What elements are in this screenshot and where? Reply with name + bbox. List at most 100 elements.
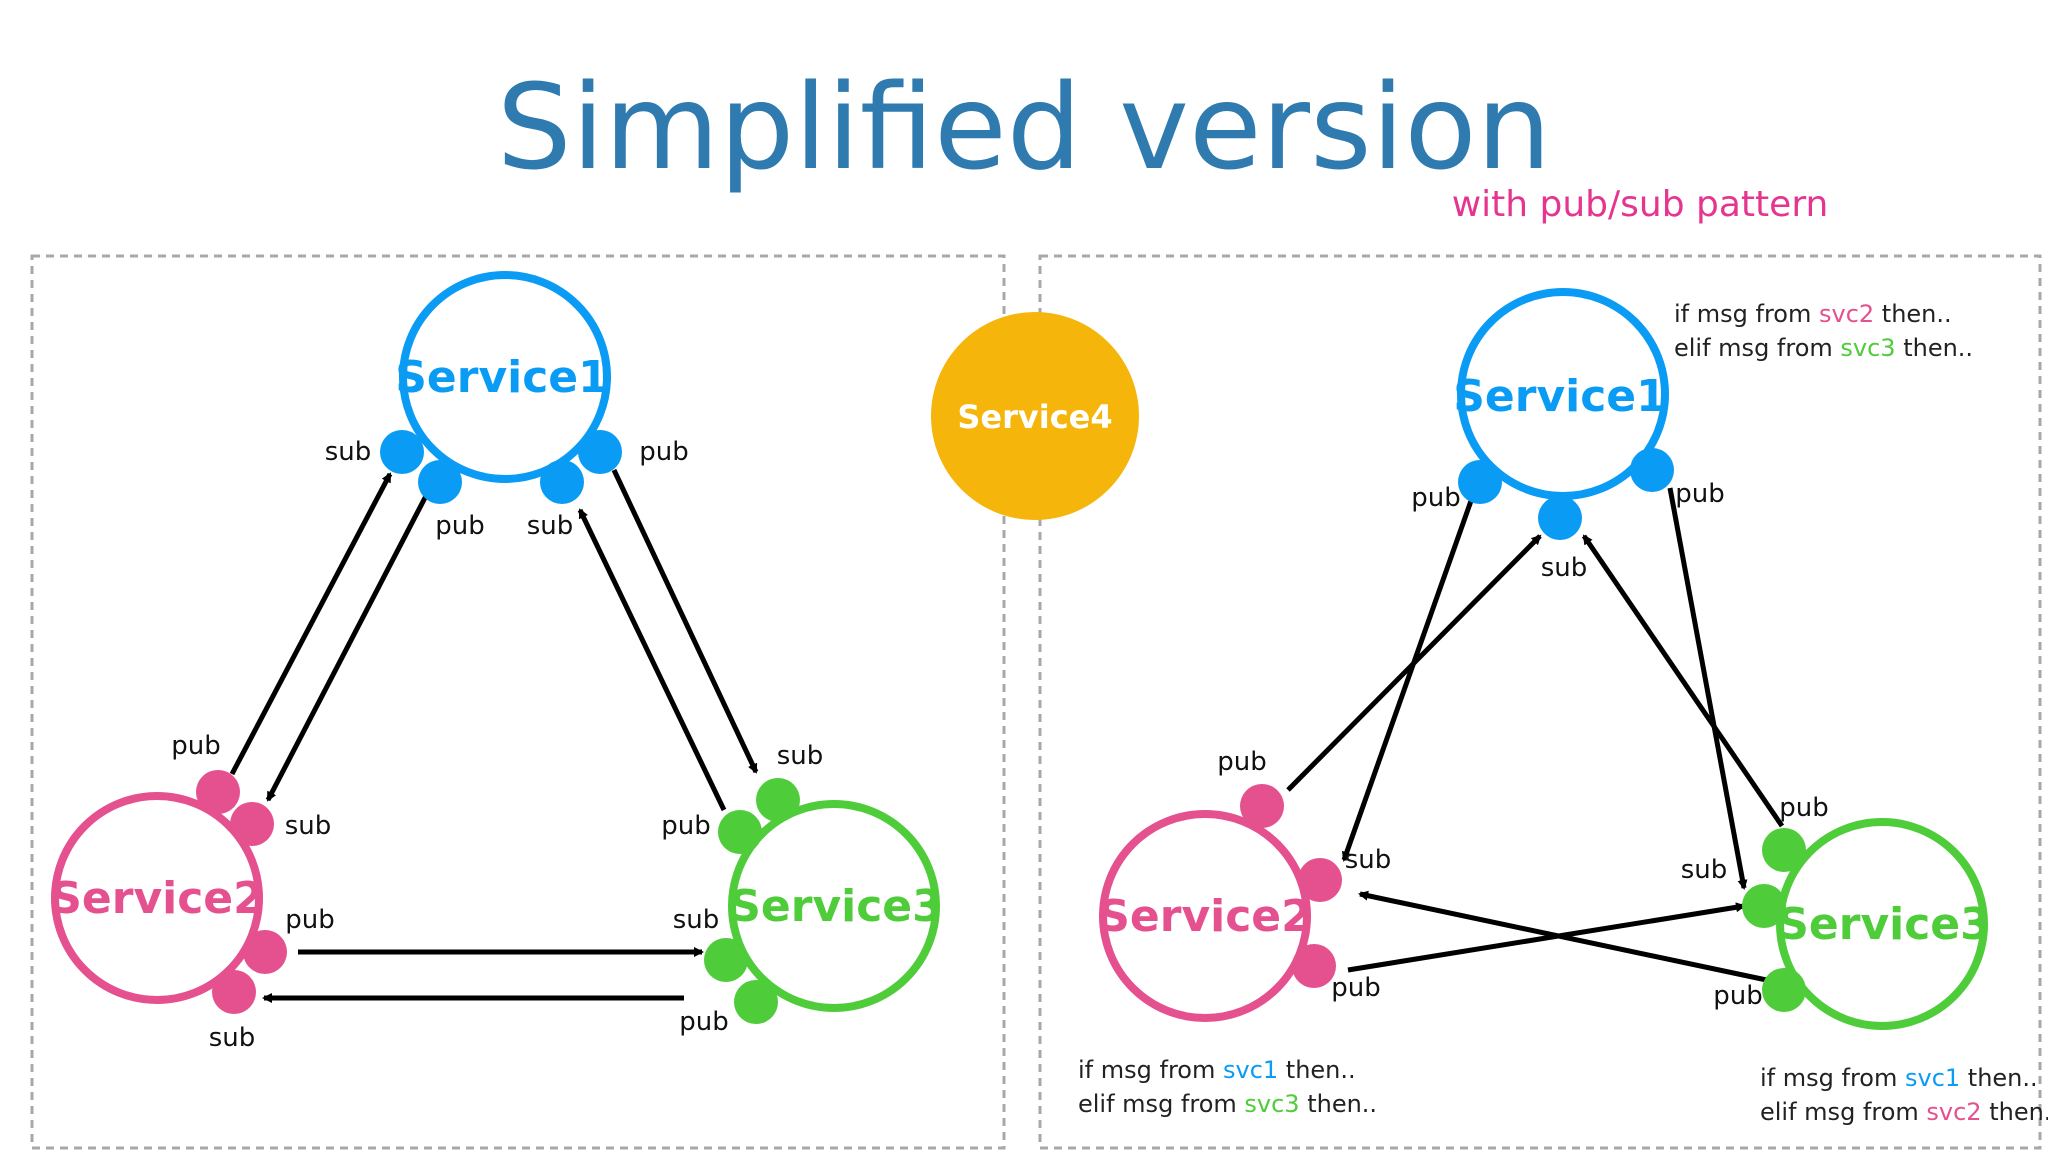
left-s1-sub-port-left xyxy=(380,430,424,474)
right-service3-node xyxy=(1776,818,1988,1030)
svg-text:if msg from svc1 then..: if msg from svc1 then.. xyxy=(1078,1056,1356,1084)
svg-text:elif msg from svc2 then..: elif msg from svc2 then.. xyxy=(1760,1098,2048,1126)
note-text: elif msg from xyxy=(1760,1098,1926,1126)
note-svc: svc3 xyxy=(1244,1090,1299,1118)
right-s1-pub-label-left: pub xyxy=(1411,483,1461,513)
left-s3-sub-label-top: sub xyxy=(777,741,824,771)
arrow-s2-to-s1 xyxy=(1286,534,1542,792)
right-service2-label: Service2 xyxy=(1098,891,1312,942)
right-s1-pub-port-left xyxy=(1458,460,1502,504)
left-s3-pub-label-top: pub xyxy=(661,811,711,841)
arrow-s3-to-s1 xyxy=(1581,534,1785,828)
note-text: if msg from xyxy=(1760,1064,1905,1092)
left-service2-node xyxy=(51,792,263,1004)
left-s2-pub-port-bottom xyxy=(243,930,287,974)
left-s3-sub-port-bottom xyxy=(704,938,748,982)
arrow-s3-to-s1 xyxy=(577,508,727,812)
right-s2-sub-port xyxy=(1298,858,1342,902)
right-s2-pub-label: pub xyxy=(1217,747,1267,777)
left-s1-sub-port-right xyxy=(540,460,584,504)
left-s2-pub-label-top: pub xyxy=(171,731,221,761)
left-service2-label: Service2 xyxy=(50,873,264,924)
page-subtitle: with pub/sub pattern xyxy=(1452,184,1829,225)
left-s1-pub-port-left xyxy=(418,460,462,504)
left-s3-sub-label-bottom: sub xyxy=(673,905,720,935)
right-s3-pub-label-bottom: pub xyxy=(1713,981,1763,1011)
svg-text:elif msg from svc3 then..: elif msg from svc3 then.. xyxy=(1078,1090,1377,1118)
page-title: Simplified version xyxy=(497,58,1552,196)
s2-handler-note: if msg from svc1 then.. elif msg from sv… xyxy=(1078,1056,1377,1118)
left-s2-sub-label-top: sub xyxy=(285,811,332,841)
left-service3-label: Service3 xyxy=(729,881,943,932)
right-arrows xyxy=(1286,487,1785,985)
left-s2-sub-port-bottom xyxy=(212,970,256,1014)
left-s1-sub-label-left: sub xyxy=(325,437,372,467)
right-s2-sub-label: sub xyxy=(1345,845,1392,875)
left-panel: Service1 sub pub sub pub Service2 pub su… xyxy=(50,271,943,1053)
left-s1-pub-label-right: pub xyxy=(639,437,689,467)
right-panel-border xyxy=(1038,254,2042,1150)
left-panel-border xyxy=(30,254,1006,1150)
note-text: then.. xyxy=(1874,300,1951,328)
left-s3-pub-port-bottom xyxy=(734,980,778,1024)
note-text: if msg from xyxy=(1674,300,1819,328)
note-text: if msg from xyxy=(1078,1056,1223,1084)
right-s3-pub-port-bottom xyxy=(1762,968,1806,1012)
left-s3-pub-port-top xyxy=(718,810,762,854)
note-svc: svc1 xyxy=(1905,1064,1960,1092)
right-s1-pub-label-right: pub xyxy=(1675,479,1725,509)
arrow-s3-to-s2 xyxy=(1358,890,1777,985)
right-s3-sub-port xyxy=(1742,884,1786,928)
right-s2-pub-label-bottom: pub xyxy=(1331,973,1381,1003)
svg-text:elif msg from svc3 then..: elif msg from svc3 then.. xyxy=(1674,334,1973,362)
note-text: then.. xyxy=(1896,334,1973,362)
left-service1-node xyxy=(399,271,611,483)
left-s1-pub-label-left: pub xyxy=(435,511,485,541)
right-service1-label: Service1 xyxy=(1453,371,1667,422)
note-svc: svc2 xyxy=(1819,300,1874,328)
note-text: then.. xyxy=(1300,1090,1377,1118)
note-text: elif msg from xyxy=(1078,1090,1244,1118)
right-s2-pub-port xyxy=(1240,784,1284,828)
s3-handler-note: if msg from svc1 then.. elif msg from sv… xyxy=(1760,1064,2048,1126)
left-s2-pub-port-top xyxy=(196,770,240,814)
svg-text:if msg from svc2 then..: if msg from svc2 then.. xyxy=(1674,300,1952,328)
arrow-s2-to-s1 xyxy=(229,472,393,776)
left-s3-pub-label-bottom: pub xyxy=(679,1007,729,1037)
left-service1-label: Service1 xyxy=(395,352,609,403)
left-s2-sub-label-bottom: sub xyxy=(209,1023,256,1053)
right-s3-sub-label: sub xyxy=(1681,855,1728,885)
note-svc: svc2 xyxy=(1926,1098,1981,1126)
arrow-s2-to-s3 xyxy=(1347,902,1746,973)
note-text: then.. xyxy=(1982,1098,2048,1126)
right-s1-sub-label: sub xyxy=(1541,553,1588,583)
note-text: elif msg from xyxy=(1674,334,1840,362)
left-s2-sub-port-top xyxy=(230,802,274,846)
note-text: then.. xyxy=(1960,1064,2037,1092)
note-svc: svc3 xyxy=(1840,334,1895,362)
arrow-s1-to-s2 xyxy=(1341,497,1475,862)
left-s3-sub-port-top xyxy=(756,778,800,822)
left-arrows xyxy=(229,468,759,1003)
right-s2-pub-port-bottom xyxy=(1292,944,1336,988)
left-s1-sub-label-right: sub xyxy=(527,511,574,541)
right-service1-node xyxy=(1457,288,1669,500)
right-service2-node xyxy=(1099,810,1311,1022)
right-s3-pub-port xyxy=(1762,828,1806,872)
left-s1-pub-port-right xyxy=(578,430,622,474)
right-s3-pub-label: pub xyxy=(1779,793,1829,823)
arrow-s1-to-s2 xyxy=(265,490,431,802)
note-svc: svc1 xyxy=(1223,1056,1278,1084)
right-s1-pub-port-right xyxy=(1630,448,1674,492)
s1-handler-note: if msg from svc2 then.. elif msg from sv… xyxy=(1674,300,1973,362)
svg-text:if msg from svc1 then..: if msg from svc1 then.. xyxy=(1760,1064,2038,1092)
right-service3-label: Service3 xyxy=(1777,899,1991,950)
service4-node xyxy=(931,312,1139,520)
left-service3-node xyxy=(728,800,940,1012)
right-s1-sub-port xyxy=(1538,496,1582,540)
right-panel: Service1 pub sub pub Service2 pub sub pu… xyxy=(1078,288,2048,1126)
arrow-s1-to-s3 xyxy=(1667,487,1748,890)
service4-label: Service4 xyxy=(957,398,1112,436)
left-s2-pub-label-bottom: pub xyxy=(285,905,335,935)
